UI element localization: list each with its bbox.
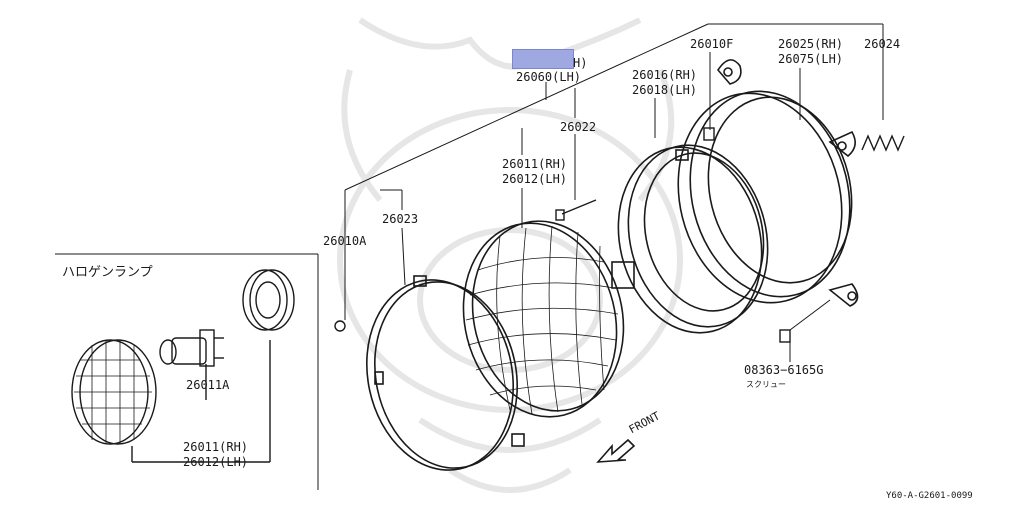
part-label-26010a: 26010A [323, 234, 367, 248]
part-label-26012-lh: 26012(LH) [502, 172, 568, 186]
front-arrow-icon [596, 438, 636, 463]
part-label-08363-6165g: 08363−6165G [744, 363, 824, 377]
inset-label-26012-lh: 26012(LH) [183, 455, 249, 469]
inset-sealed-beam [71, 339, 271, 463]
part-label-26075-lh: 26075(LH) [778, 52, 844, 66]
part-label-26011-rh: 26011(RH) [502, 157, 568, 171]
diagram-code: Y60-A-G2601-0099 [886, 491, 973, 501]
part-label-26022: 26022 [560, 120, 597, 134]
inset-bulb-socket [242, 269, 295, 331]
part-label-26018-lh: 26018(LH) [632, 83, 698, 97]
adjusting-spring [861, 134, 905, 152]
mounting-ring [617, 144, 769, 334]
screws [334, 127, 791, 343]
part-label-26010f: 26010F [690, 37, 734, 51]
part-label-26016-rh: 26016(RH) [632, 68, 698, 82]
part-label-26025-rh: 26025(RH) [778, 37, 844, 51]
halogen-bulb [159, 329, 224, 400]
inset-title-halogen-lamp: ハロゲンランプ [62, 265, 153, 280]
screw-label-jp: スクリュー [746, 380, 786, 389]
part-label-26060-rh-suffix: H) [573, 56, 588, 70]
inset-label-26011-rh: 26011(RH) [183, 440, 249, 454]
sealed-beam-unit [462, 220, 635, 418]
part-label-26023: 26023 [382, 212, 419, 226]
retaining-ring [365, 275, 525, 471]
part-label-26011a: 26011A [186, 378, 230, 392]
watermark-emblem [337, 17, 683, 493]
part-label-26060-lh: 26060(LH) [516, 70, 582, 84]
part-label-26024: 26024 [864, 37, 901, 51]
inset-frame [55, 253, 319, 490]
headlamp-housing [677, 59, 859, 307]
redaction-box [512, 49, 574, 69]
